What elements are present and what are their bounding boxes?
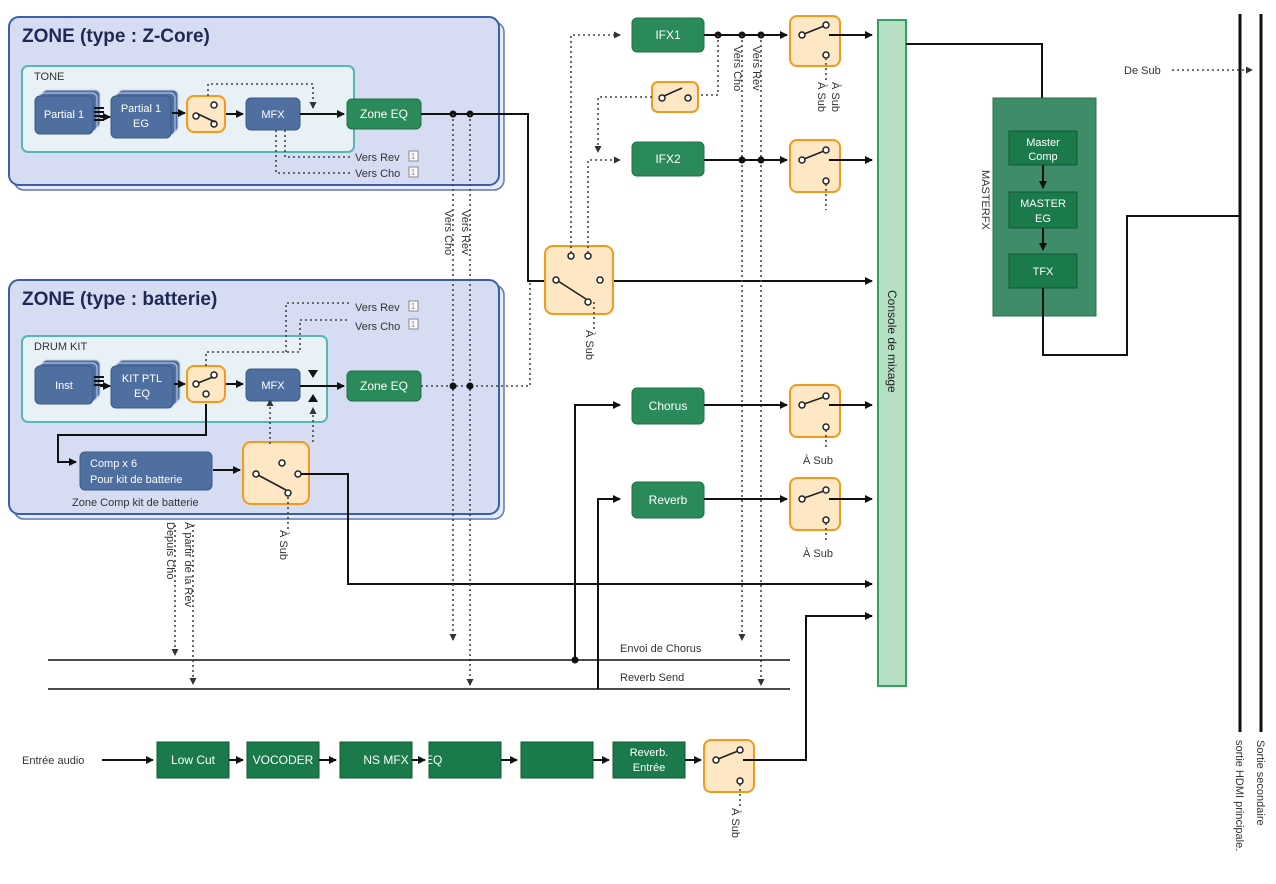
svg-text:TFX: TFX [1033, 266, 1054, 278]
svg-text:Comp x 6: Comp x 6 [90, 458, 137, 470]
svg-text:À Sub: À Sub [729, 808, 742, 838]
svg-text:EQ: EQ [134, 388, 150, 400]
partial-block [34, 95, 94, 135]
drum-comp-caption: Zone Comp kit de batterie [72, 497, 199, 509]
svg-text:VOCODER: VOCODER [253, 753, 314, 767]
chorus-send-label: Envoi de Chorus [620, 643, 702, 655]
svg-text:À Sub: À Sub [815, 82, 828, 112]
svg-text:NS MFX: NS MFX [363, 753, 408, 767]
kit-ptl-eq-block [110, 365, 174, 409]
zone-drum: ZONE (type : batterie) DRUM KIT Inst KIT… [8, 279, 505, 520]
svg-text:À Sub: À Sub [583, 330, 596, 360]
svg-text:KIT PTL: KIT PTL [122, 373, 162, 385]
svg-text:Chorus: Chorus [649, 399, 688, 413]
reverb-switch[interactable] [789, 477, 841, 531]
svg-text:IFX1: IFX1 [655, 28, 681, 42]
zone-drum-title: ZONE (type : batterie) [22, 289, 217, 310]
zone-output-switch[interactable] [544, 245, 614, 315]
svg-text:Low Cut: Low Cut [171, 753, 216, 767]
svg-text:Vers Rev: Vers Rev [459, 210, 471, 255]
mixing-console-label: Console de mixage [885, 290, 899, 393]
blank-block [520, 741, 594, 779]
svg-text:Vers Rev: Vers Rev [355, 152, 400, 164]
svg-text:À Sub: À Sub [803, 547, 833, 560]
reverb-input-block [612, 741, 686, 779]
svg-text:Reverb: Reverb [649, 493, 688, 507]
partial-label: Partial 1 [44, 109, 84, 121]
svg-text:MFX: MFX [261, 109, 285, 121]
svg-text:Entrée: Entrée [633, 762, 665, 774]
svg-text:Comp: Comp [1028, 151, 1057, 163]
eq-block [428, 741, 502, 779]
svg-text:Inst: Inst [55, 380, 73, 392]
svg-text:IFX2: IFX2 [655, 152, 681, 166]
svg-text:MASTER: MASTER [1020, 198, 1066, 210]
drum-comp-block [79, 451, 213, 491]
audio-input-label: Entrée audio [22, 755, 84, 767]
svg-text:Depuis Cho: Depuis Cho [164, 522, 176, 579]
svg-text:Vers Cho: Vers Cho [731, 46, 743, 91]
partial-eg-block [110, 95, 172, 139]
svg-text:1: 1 [411, 168, 416, 177]
de-sub-label: De Sub [1124, 65, 1161, 77]
svg-text:Vers Rev: Vers Rev [355, 302, 400, 314]
reverb-send-label: Reverb Send [620, 672, 684, 684]
svg-text:Vers Cho: Vers Cho [355, 321, 400, 333]
svg-text:Zone EQ: Zone EQ [360, 379, 408, 393]
audio-input-switch[interactable] [703, 739, 755, 793]
svg-text:EG: EG [133, 118, 149, 130]
ns-mfx-block [339, 741, 413, 779]
svg-text:1: 1 [411, 320, 416, 329]
svg-text:Vers Cho: Vers Cho [355, 168, 400, 180]
svg-text:EG: EG [1035, 213, 1051, 225]
zone-zcore-title: ZONE (type : Z-Core) [22, 26, 210, 47]
ifx2-switch[interactable] [789, 139, 841, 193]
svg-text:Reverb.: Reverb. [630, 747, 669, 759]
svg-text:À Sub: À Sub [803, 454, 833, 467]
vocoder-block [246, 741, 320, 779]
sub-out-label: Sortie secondaire [1254, 740, 1266, 826]
svg-text:Partial 1: Partial 1 [121, 103, 161, 115]
svg-text:À Sub: À Sub [277, 530, 290, 560]
svg-text:Pour kit de batterie: Pour kit de batterie [90, 474, 182, 486]
svg-text:Master: Master [1026, 137, 1060, 149]
svg-text:1: 1 [411, 152, 416, 161]
svg-text:1: 1 [411, 302, 416, 311]
ifx1-switch[interactable] [789, 15, 841, 67]
svg-text:À partir de la Rev: À partir de la Rev [182, 522, 195, 607]
zone-zcore: ZONE (type : Z-Core) TONE Partial 1 Part… [8, 16, 505, 191]
low-cut-block [156, 741, 230, 779]
chorus-switch[interactable] [789, 384, 841, 438]
drum-kit-label: DRUM KIT [34, 341, 87, 353]
tone-label: TONE [34, 71, 64, 83]
inst-block [34, 365, 94, 405]
mixing-console [877, 19, 907, 687]
svg-text:Vers Rev: Vers Rev [750, 46, 762, 91]
master-comp-block [1008, 130, 1078, 166]
svg-text:MFX: MFX [261, 380, 285, 392]
tone-switch[interactable] [186, 95, 226, 133]
svg-text:Vers Cho: Vers Cho [442, 210, 454, 255]
svg-text:MASTERFX: MASTERFX [979, 170, 991, 231]
main-out-label: sortie HDMI principale. [1233, 740, 1245, 851]
svg-text:À Sub: À Sub [829, 82, 842, 112]
svg-text:EQ: EQ [425, 753, 442, 767]
svg-text:Zone EQ: Zone EQ [360, 107, 408, 121]
